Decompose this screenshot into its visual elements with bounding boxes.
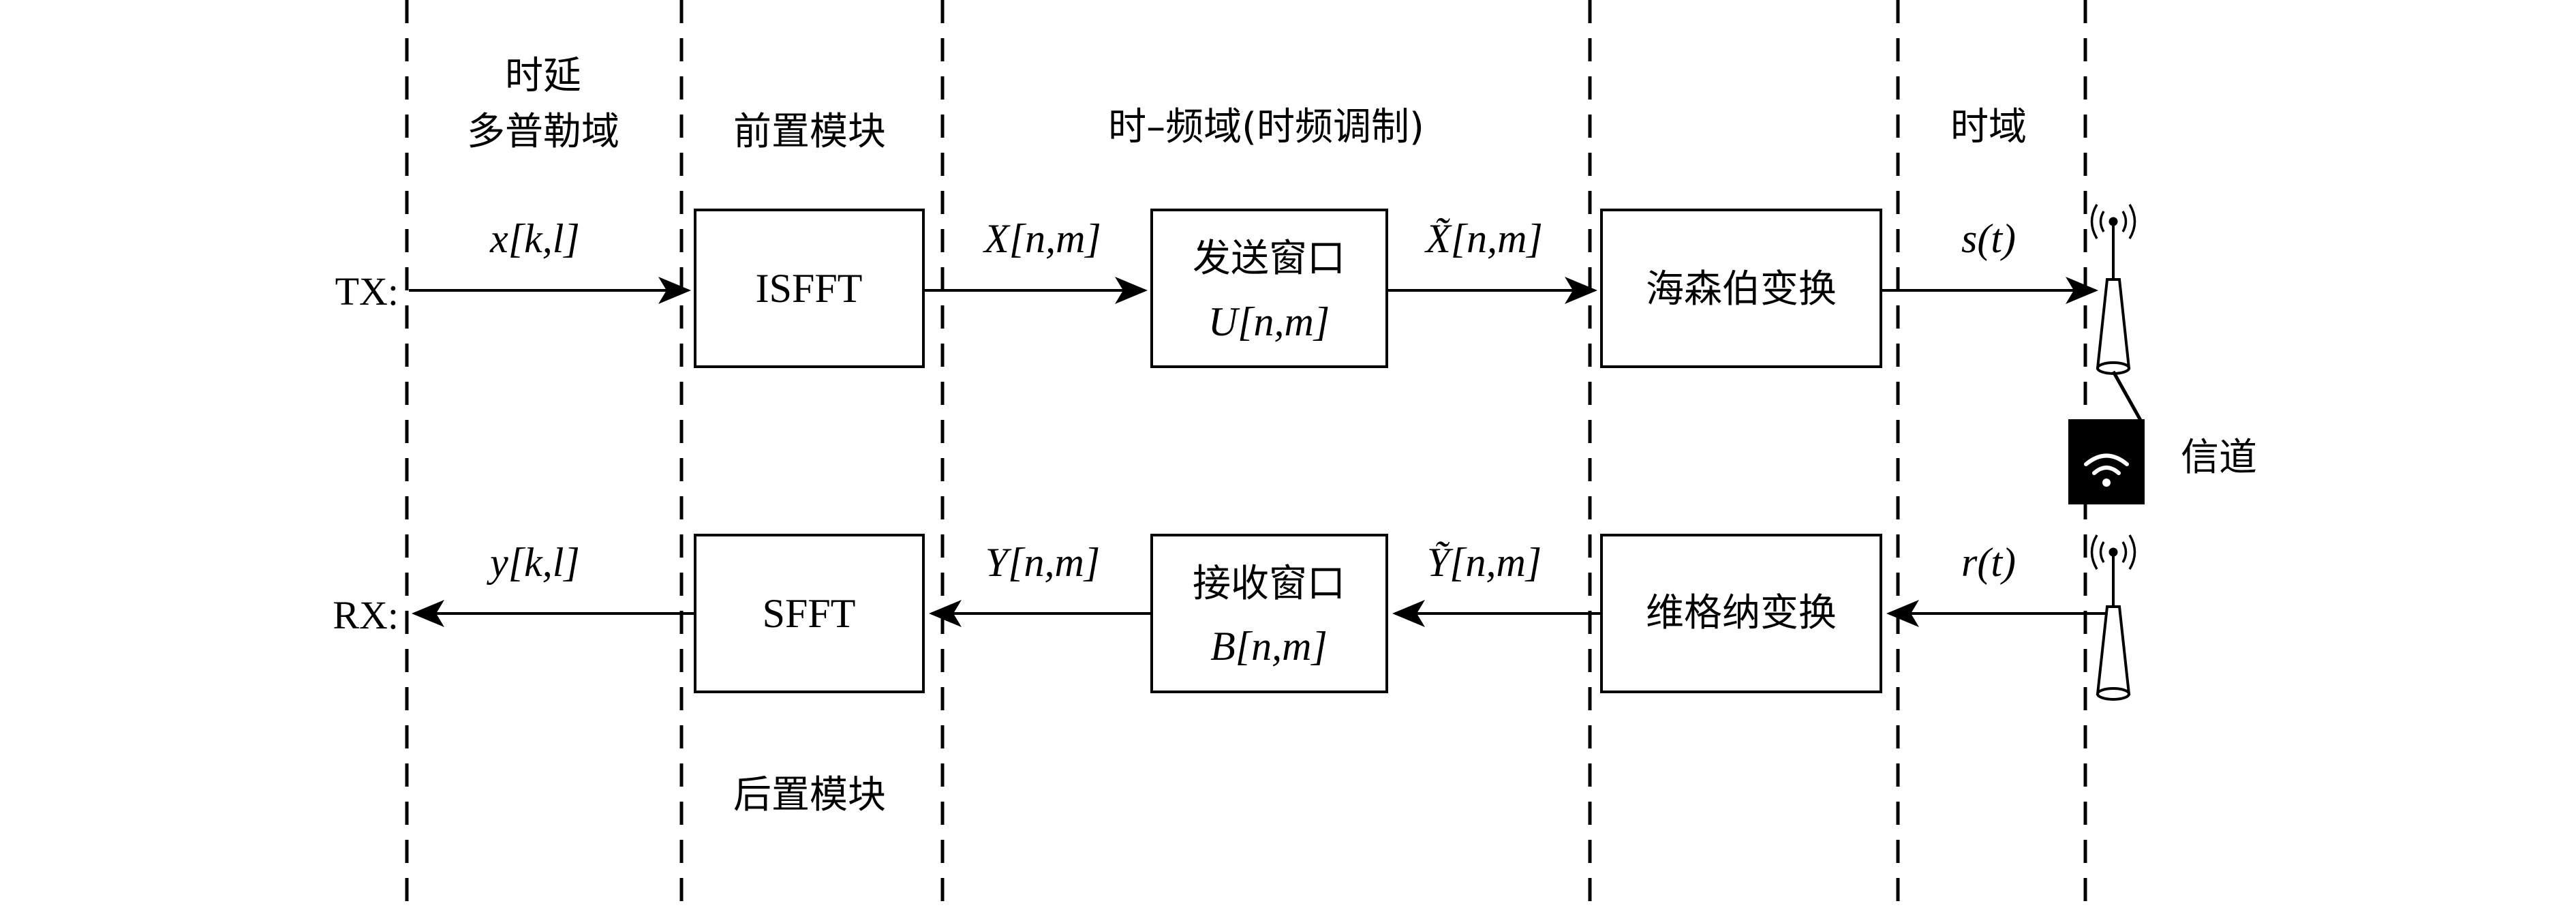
- isfft-block: [694, 209, 925, 368]
- tx-window-block: [1150, 209, 1388, 368]
- sfft-input: Y[n,m]: [985, 540, 1100, 585]
- wireless-signal-arc-1: [2092, 466, 2121, 475]
- rx-antenna-body: [2096, 605, 2131, 695]
- wigner-label: 维格纳变换: [1646, 591, 1837, 635]
- rx-antenna-tip: [2109, 547, 2118, 557]
- tx-antenna-wave-l1: [2099, 211, 2105, 232]
- rx-window-input: Ỹ[n,m]: [1427, 540, 1542, 585]
- tx-antenna-body: [2096, 278, 2131, 369]
- wireless-signal-dot: [2102, 479, 2111, 487]
- header-preprocess: 前置模块: [733, 110, 886, 154]
- rx-window-function: B[n,m]: [1210, 624, 1328, 669]
- wireless-signal-icon: [2068, 419, 2145, 504]
- rx-label: RX:: [333, 593, 399, 637]
- rx-input-signal: r(t): [1961, 540, 2016, 585]
- rx-antenna-wave-l2: [2090, 534, 2098, 570]
- isfft-output: X[n,m]: [983, 216, 1101, 261]
- header-time-frequency: 时–频域(时频调制): [1108, 105, 1424, 149]
- header-delay-doppler-line1: 时延: [505, 54, 581, 98]
- rx-chain: RX: r(t) 维格纳变换 Ỹ[n,m] 接收窗口 B[n,m] Y[n,m]…: [333, 534, 2113, 693]
- channel-callout: 信道: [2068, 370, 2257, 504]
- rx-antenna-wave-l1: [2099, 541, 2105, 563]
- rx-output-signal: y[k,l]: [486, 540, 580, 585]
- tx-window-output: X̃[n,m]: [1424, 216, 1543, 261]
- tx-label: TX:: [335, 269, 399, 314]
- rx-antenna-wave-r1: [2121, 541, 2128, 563]
- rx-antenna-icon: [2090, 534, 2136, 701]
- rx-window-title: 接收窗口: [1193, 562, 1345, 606]
- rx-window-block: [1150, 534, 1388, 693]
- sfft-label: SFFT: [763, 591, 856, 636]
- tx-window-function: U[n,m]: [1208, 299, 1330, 344]
- wireless-signal-arc-2: [2084, 453, 2129, 466]
- rx-antenna-wave-r2: [2128, 534, 2136, 570]
- footer-postprocess: 后置模块: [733, 773, 886, 817]
- heisenberg-label: 海森伯变换: [1646, 267, 1837, 312]
- tx-antenna-wave-r1: [2121, 211, 2128, 232]
- tx-window-title: 发送窗口: [1193, 237, 1345, 281]
- isfft-label: ISFFT: [756, 266, 863, 311]
- rx-antenna-base: [2096, 687, 2130, 701]
- tx-antenna-tip: [2109, 217, 2118, 226]
- domain-headers: 时延 多普勒域 前置模块 时–频域(时频调制) 时域 后置模块: [467, 54, 2027, 817]
- header-delay-doppler-line2: 多普勒域: [467, 110, 619, 154]
- header-time-domain: 时域: [1950, 105, 2027, 149]
- tx-output-signal: s(t): [1961, 216, 2016, 261]
- wigner-block: [1600, 534, 1882, 693]
- sfft-block: [694, 534, 925, 693]
- channel-pointer: [2111, 370, 2144, 424]
- tx-antenna-wave-r2: [2128, 204, 2136, 239]
- tx-input-signal: x[k,l]: [489, 216, 580, 261]
- tx-chain: TX: x[k,l] ISFFT X[n,m] 发送窗口 U[n,m] X̃[n…: [335, 209, 2098, 368]
- channel-label: 信道: [2181, 436, 2257, 480]
- tx-antenna-wave-l2: [2090, 204, 2098, 239]
- wireless-signal-waves: [2084, 453, 2129, 487]
- heisenberg-block: [1600, 209, 1882, 368]
- tx-antenna-icon: [2090, 204, 2136, 375]
